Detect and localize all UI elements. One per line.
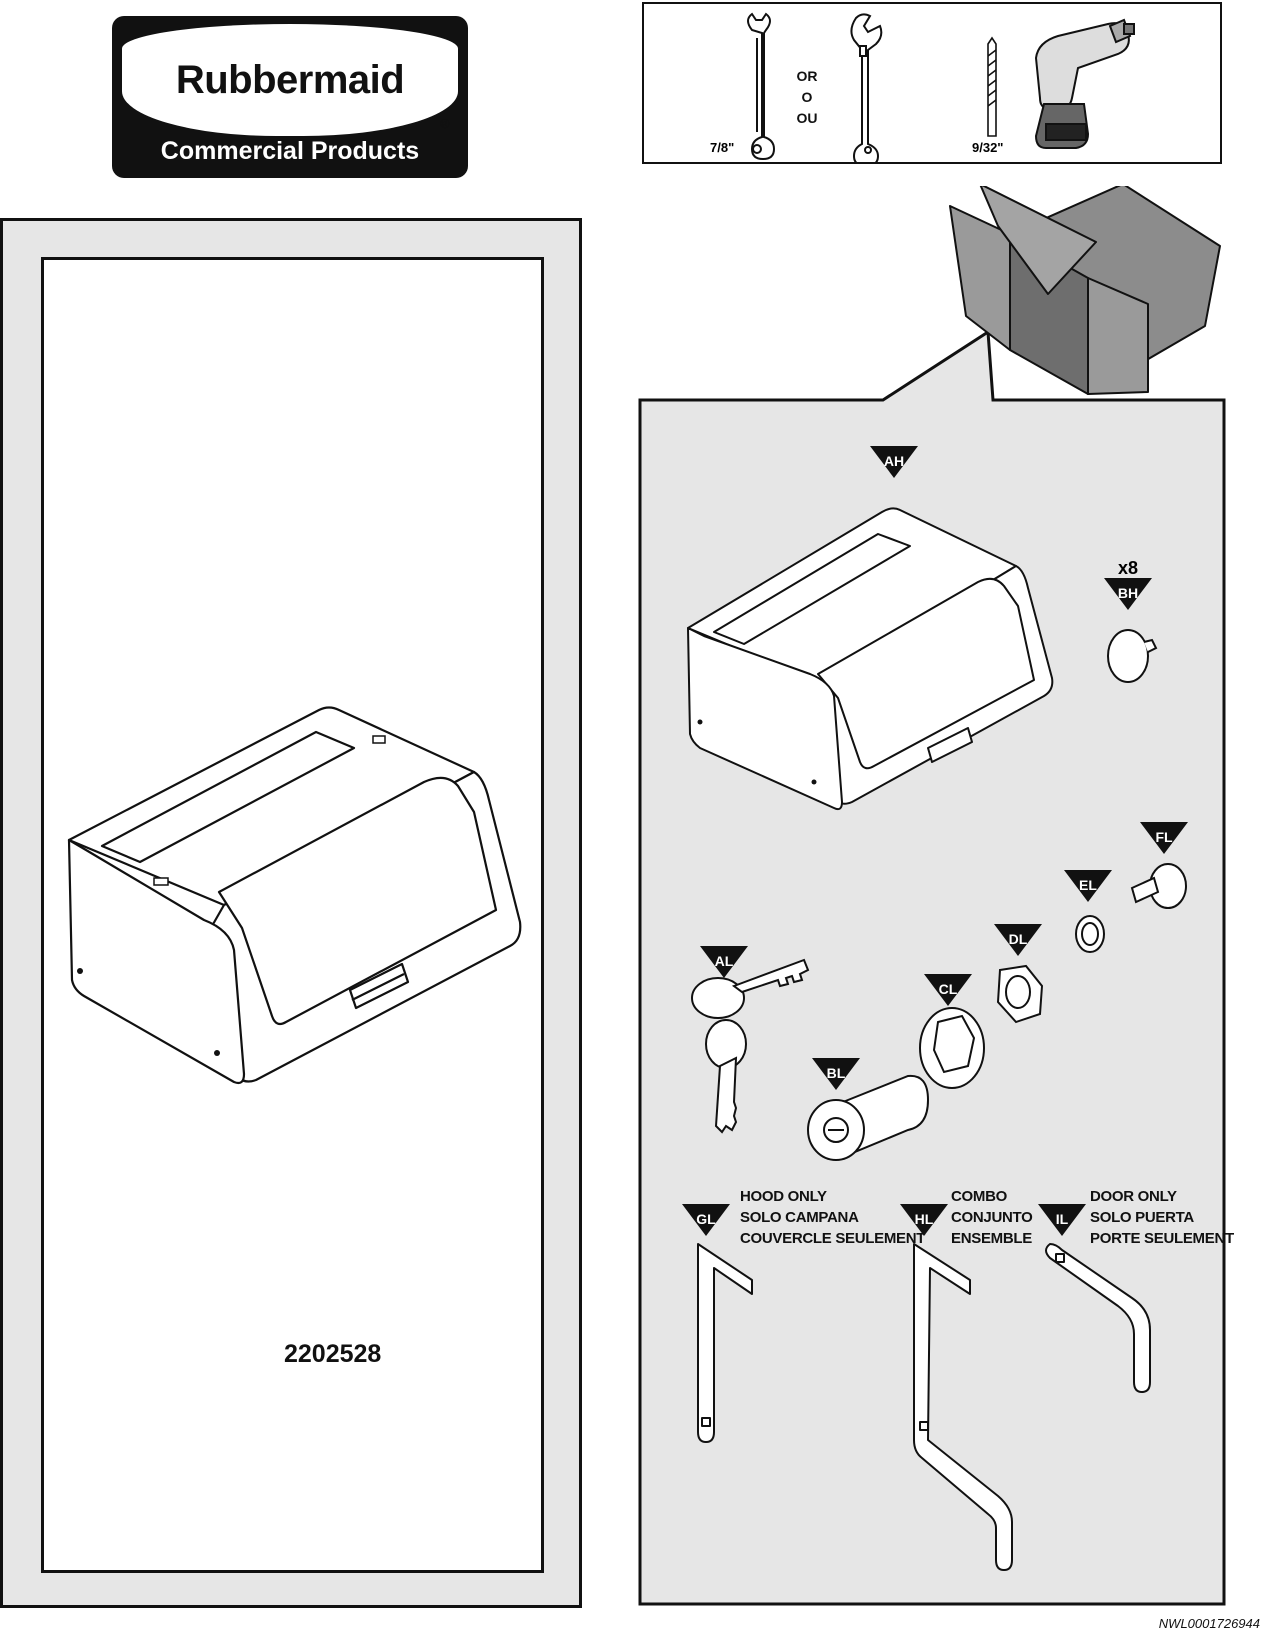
- svg-text:BH: BH: [1118, 585, 1138, 601]
- note-GL-es: SOLO CAMPANA: [740, 1209, 859, 1226]
- power-drill-icon: [1034, 18, 1135, 149]
- part-CL-spacer: [919, 1007, 985, 1089]
- part-BH-plug: [1107, 629, 1158, 683]
- adjustable-wrench-icon: [850, 13, 883, 162]
- note-GL-en: HOOD ONLY: [740, 1188, 827, 1205]
- note-IL-fr: PORTE SEULEMENT: [1090, 1230, 1234, 1247]
- svg-text:AL: AL: [715, 953, 734, 969]
- svg-text:IL: IL: [1056, 1211, 1069, 1227]
- label-GL: GL: [682, 1204, 730, 1236]
- svg-text:FL: FL: [1155, 829, 1173, 845]
- label-EL: EL: [1064, 870, 1112, 902]
- open-box-icon: [949, 186, 1221, 395]
- or-label-es: O: [801, 89, 813, 105]
- label-FL: FL: [1140, 822, 1188, 854]
- label-DL: DL: [994, 924, 1042, 956]
- model-number: 2202528: [284, 1340, 382, 1368]
- rubbermaid-logo: Rubbermaid ® Commercial Products: [112, 16, 468, 178]
- drill-bit-size-label: 9/32": [972, 140, 1003, 155]
- brand-subtitle: Commercial Products: [160, 137, 420, 165]
- svg-text:DL: DL: [1009, 931, 1028, 947]
- label-IL: IL: [1038, 1204, 1086, 1236]
- part-DL-nut: [996, 964, 1044, 1024]
- label-BH: BH: [1104, 578, 1152, 610]
- part-BL-lock-cylinder: [807, 1074, 930, 1161]
- part-EL-washer: [1075, 915, 1105, 953]
- label-BL: BL: [812, 1058, 860, 1090]
- label-AL: AL: [700, 946, 748, 978]
- svg-text:GL: GL: [696, 1211, 716, 1227]
- part-IL-bar: [1045, 1243, 1151, 1393]
- part-AH-hood: [687, 507, 1054, 811]
- document-code: NWL0001726944: [1158, 1616, 1260, 1631]
- note-GL-fr: COUVERCLE SEULEMENT: [740, 1230, 926, 1247]
- note-IL-es: SOLO PUERTA: [1090, 1209, 1194, 1226]
- logo-oval: Rubbermaid ®: [122, 24, 458, 136]
- svg-text:CL: CL: [939, 981, 958, 997]
- parts-panel: AH BH x8 FL EL DL CL: [638, 186, 1226, 1606]
- hood-illustration: [67, 706, 522, 1085]
- product-frame: 2202528: [41, 257, 544, 1573]
- brand-name: Rubbermaid: [175, 58, 405, 102]
- combination-wrench-icon: [747, 12, 776, 161]
- required-tools-box: 7/8" 9/32" OR O OU: [642, 2, 1222, 164]
- note-HL-fr: ENSEMBLE: [951, 1230, 1032, 1247]
- BH-quantity: x8: [1118, 558, 1138, 578]
- tools-illustration: 7/8" 9/32": [710, 12, 1135, 162]
- svg-text:AH: AH: [884, 453, 904, 469]
- note-GL: HOOD ONLY SOLO CAMPANA COUVERCLE SEULEME…: [740, 1186, 925, 1249]
- svg-text:EL: EL: [1079, 877, 1097, 893]
- note-HL-en: COMBO: [951, 1188, 1007, 1205]
- product-panel: 2202528: [0, 218, 582, 1608]
- or-label-fr: OU: [796, 110, 818, 126]
- or-label-group: OR O OU: [792, 66, 822, 129]
- label-AH: AH: [870, 446, 918, 478]
- or-label-en: OR: [796, 68, 818, 84]
- note-HL-es: CONJUNTO: [951, 1209, 1033, 1226]
- drill-bit-icon: [987, 36, 997, 137]
- note-IL-en: DOOR ONLY: [1090, 1188, 1177, 1205]
- part-AL-keys: [691, 958, 810, 1134]
- part-FL-knob: [1130, 863, 1187, 909]
- wrench-size-label: 7/8": [710, 140, 734, 155]
- note-IL: DOOR ONLY SOLO PUERTA PORTE SEULEMENT: [1090, 1186, 1234, 1249]
- registered-mark: ®: [440, 116, 450, 131]
- svg-text:BL: BL: [827, 1065, 846, 1081]
- part-HL-bar: [913, 1243, 1013, 1571]
- note-HL: COMBO CONJUNTO ENSEMBLE: [951, 1186, 1033, 1249]
- svg-text:HL: HL: [915, 1211, 934, 1227]
- label-HL: HL: [900, 1204, 948, 1236]
- part-GL-bar: [697, 1243, 753, 1443]
- label-CL: CL: [924, 974, 972, 1006]
